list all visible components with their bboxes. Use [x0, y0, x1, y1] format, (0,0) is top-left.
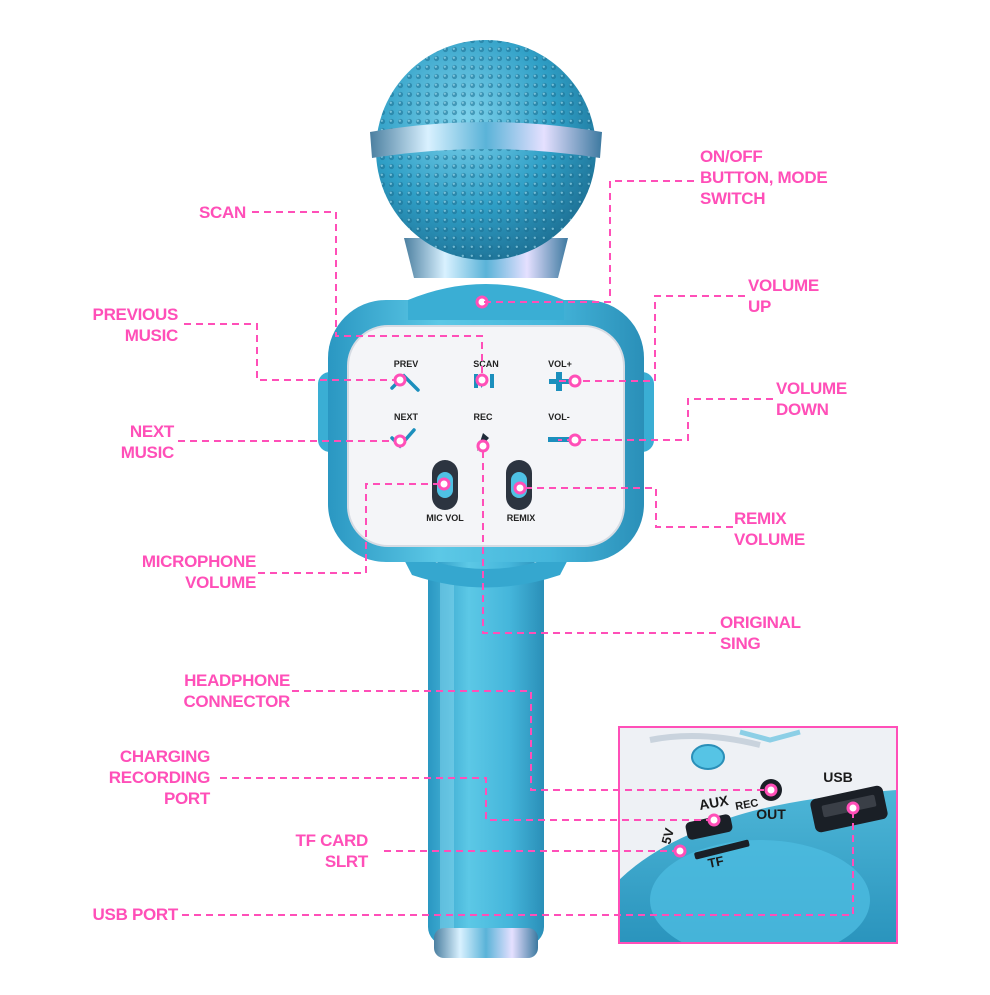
callout-next-music: NEXT MUSIC [120, 422, 175, 462]
panel-label-mic-vol: MIC VOL [426, 513, 464, 523]
inset-label-usb: USB [823, 769, 853, 785]
inset-label-rec: REC [734, 797, 759, 813]
callout-scan: SCAN [199, 203, 246, 222]
callout-headphone-connector: HEADPHONE CONNECTOR [183, 671, 290, 711]
callout-on-off: ON/OFF BUTTON, MODE SWITCH [700, 147, 828, 208]
inset-label-5v: 5V [658, 826, 677, 846]
callout-microphone-volume: MICROPHONE VOLUME [141, 552, 256, 592]
inset-label-out: OUT [756, 806, 786, 822]
callout-usb-port: USB PORT [92, 905, 179, 924]
bottom-ring [434, 928, 538, 958]
panel-label-scan: SCAN [473, 359, 499, 369]
callout-original-sing: ORIGINAL SING [720, 613, 801, 653]
panel-label-prev: PREV [394, 359, 419, 369]
callout-remix-volume: REMIX VOLUME [734, 509, 805, 549]
leader-lines [178, 180, 854, 916]
callout-volume-down: VOLUME DOWN [776, 379, 847, 419]
callout-volume-up: VOLUME UP [748, 276, 819, 316]
panel-label-remix: REMIX [507, 513, 536, 523]
inset-label-tf: TF [707, 853, 726, 871]
port-inset: AUX REC OUT USB 5V TF [618, 726, 898, 944]
callout-previous-music: PREVIOUS MUSIC [92, 305, 179, 345]
handle [428, 560, 544, 945]
panel-label-vol-minus: VOL- [548, 412, 570, 422]
panel-label-rec: REC [473, 412, 493, 422]
panel-label-next: NEXT [394, 412, 419, 422]
target-dots [393, 373, 860, 858]
panel-label-vol-plus: VOL+ [548, 359, 572, 369]
callout-tf-card-slot: TF CARD SLRT [295, 831, 369, 871]
mic-band [370, 122, 602, 158]
callout-charging-recording-port: CHARGING RECORDING PORT [108, 747, 211, 808]
inset-label-aux: AUX [698, 792, 731, 813]
